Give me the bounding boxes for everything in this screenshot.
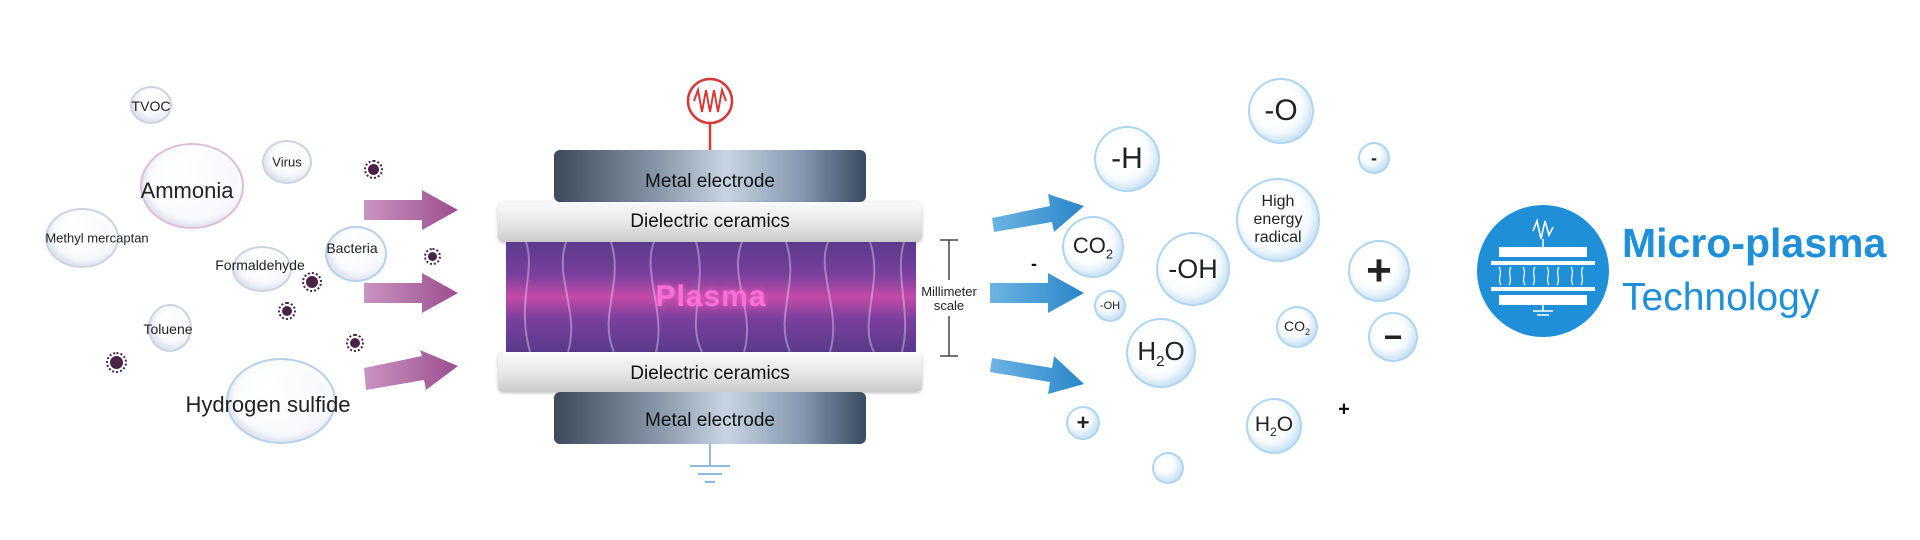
virus-particle-icon <box>424 248 441 265</box>
negative-ion-mark: - <box>1031 253 1037 274</box>
ammonia-label: Ammonia <box>140 178 234 203</box>
inflow-arrow-middle <box>364 273 460 313</box>
inflow-arrow-top <box>364 190 460 230</box>
h2o-large-label: H2O <box>1137 335 1185 371</box>
co2-large-bubble: CO2 <box>1062 216 1124 278</box>
positive-ion-large-label: + <box>1366 246 1392 295</box>
outflow-arrow-middle <box>990 273 1086 313</box>
formaldehyde-label: Formaldehyde <box>215 257 305 273</box>
negative-ion-large-label: − <box>1383 318 1403 355</box>
bacteria-bubble <box>325 226 387 282</box>
tvoc-label: TVOC <box>131 98 171 114</box>
top-electrode-label: Metal electrode <box>645 171 775 192</box>
plasma-discharge-filaments <box>523 242 907 352</box>
hydroxyl-small-bubble: -OH <box>1094 290 1126 322</box>
h2o-small-bubble: H2O <box>1246 398 1302 454</box>
methyl-mercaptan-label: Methyl mercaptan <box>45 230 149 246</box>
hydroxyl-radical-label: -OH <box>1168 253 1218 284</box>
hydrogen-sulfide-label: Hydrogen sulfide <box>185 392 351 417</box>
micro-plasma-logo <box>1477 205 1609 337</box>
bottom-metal-electrode: Metal electrode <box>554 392 866 444</box>
plasma-label: Plasma <box>655 280 767 313</box>
hydroxyl-radical-bubble: -OH <box>1156 232 1230 306</box>
top-metal-electrode: Metal electrode <box>554 150 866 202</box>
scale-label-line2: scale <box>933 298 965 313</box>
positive-ion-mark: + <box>1338 398 1350 421</box>
virus-particle-icon <box>302 272 322 292</box>
hydrogen-sulfide-bubble <box>226 358 336 444</box>
outflow-arrow-bottom <box>990 352 1086 398</box>
negative-ion-large-bubble: − <box>1368 312 1418 362</box>
hydrogen-radical-bubble: -H <box>1094 126 1160 192</box>
bacteria-label: Bacteria <box>326 240 378 256</box>
toluene-label: Toluene <box>143 321 193 337</box>
high-energy-radical-bubble: High energy radical <box>1236 178 1320 262</box>
top-dielectric-ceramics: Dielectric ceramics <box>498 202 922 242</box>
high-energy-label-line1: High energy <box>1253 193 1303 228</box>
bottom-dielectric-ceramics: Dielectric ceramics <box>498 352 922 392</box>
virus-label: Virus <box>272 154 302 170</box>
virus-particle-icon <box>106 352 127 373</box>
virus-bubble <box>262 140 312 184</box>
oxygen-radical-label: -O <box>1264 94 1298 127</box>
hydroxyl-small-label: -OH <box>1099 300 1121 312</box>
positive-ion-small-bubble: + <box>1066 406 1100 440</box>
hydrogen-radical-label: -H <box>1111 142 1143 175</box>
oxygen-radical-bubble: -O <box>1248 78 1314 144</box>
formaldehyde-bubble <box>232 246 292 292</box>
top-ceramics-label: Dielectric ceramics <box>630 211 790 232</box>
virus-particle-icon <box>278 302 296 320</box>
co2-small-label: CO2 <box>1283 317 1310 337</box>
h2o-large-bubble: H2O <box>1126 318 1196 388</box>
co2-small-bubble: CO2 <box>1276 306 1318 348</box>
millimeter-scale-label: Millimeter scale <box>914 285 984 313</box>
logo-subtitle: Technology <box>1622 276 1820 319</box>
empty-bubble <box>1152 452 1184 484</box>
positive-ion-small-label-1: + <box>1076 410 1090 435</box>
h2o-small-label: H2O <box>1254 412 1294 440</box>
tvoc-bubble <box>130 86 172 124</box>
high-energy-label-line2: radical <box>1254 229 1302 246</box>
logo-title: Micro-plasma <box>1622 220 1887 266</box>
power-source-icon <box>684 76 736 157</box>
toluene-bubble <box>148 304 192 352</box>
negative-ion-small-bubble: - <box>1358 142 1390 174</box>
scale-label-line1: Millimeter <box>921 284 977 299</box>
bottom-ceramics-label: Dielectric ceramics <box>630 363 790 384</box>
virus-particle-icon <box>364 160 383 179</box>
ground-icon <box>686 444 734 497</box>
outflow-arrow-top <box>990 190 1086 236</box>
ammonia-bubble <box>140 143 244 229</box>
positive-ion-large-bubble: + <box>1348 240 1410 302</box>
negative-ion-small-label-1: - <box>1371 147 1377 168</box>
plasma-region: Plasma <box>506 242 916 352</box>
virus-particle-icon <box>346 334 364 352</box>
inflow-arrow-bottom <box>364 350 460 396</box>
bottom-electrode-label: Metal electrode <box>645 410 775 431</box>
millimeter-scale-bracket <box>934 238 964 363</box>
logo-reactor-icon <box>1491 218 1595 316</box>
methyl-mercaptan-bubble <box>45 208 119 268</box>
co2-large-label: CO2 <box>1072 232 1114 262</box>
